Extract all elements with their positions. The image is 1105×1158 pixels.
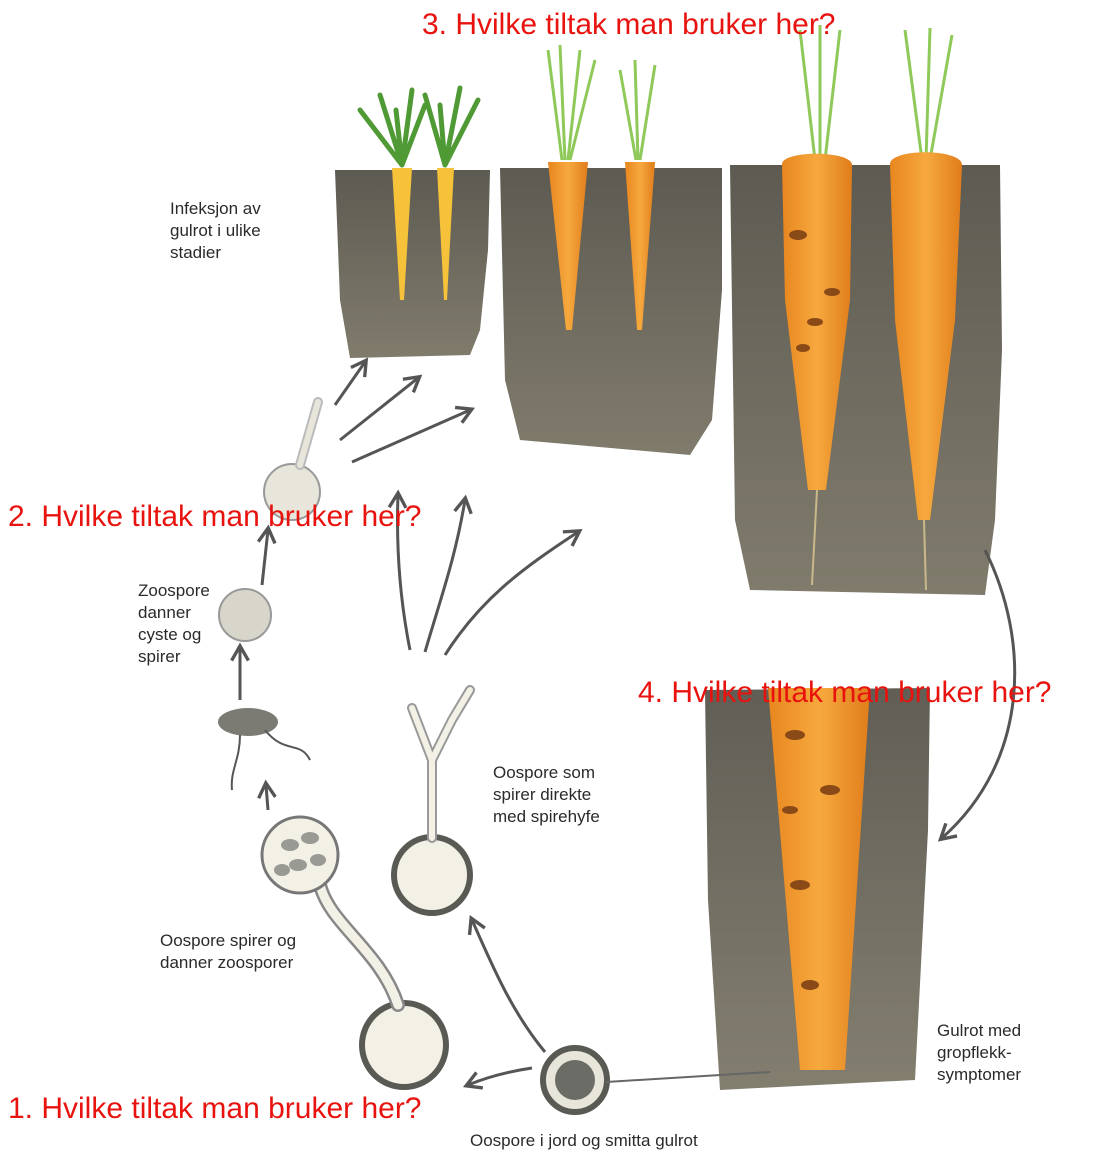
soil-panel-young: [335, 170, 490, 358]
zoospore-swimming: [218, 708, 310, 790]
question-4: 4. Hvilke tiltak man bruker her?: [638, 676, 1105, 710]
label-infection-stages: Infeksjon av gulrot i ulike stadier: [170, 198, 261, 264]
soil-panel-mature: [730, 165, 1002, 595]
arrow-cyst-to-germinating: [262, 530, 268, 585]
arrow-direct-up-3: [445, 532, 578, 655]
arrow-zoospores-to-swimming: [266, 785, 268, 810]
arrow-oospore-to-zoospores: [468, 1068, 532, 1085]
label-oospore-zoospores: Oospore spirer og danner zoosporer: [160, 930, 296, 974]
label-oospore-soil: Oospore i jord og smitta gulrot: [470, 1130, 698, 1152]
label-symptoms: Gulrot med gropflekk- symptomer: [937, 1020, 1021, 1086]
label-zoospore-cyst: Zoospore danner cyste og spirer: [138, 580, 210, 668]
oospore-in-soil: [543, 1048, 607, 1112]
question-3: 3. Hvilke tiltak man bruker her?: [422, 8, 836, 42]
label-oospore-direct: Oospore som spirer direkte med spirehyfe: [493, 762, 600, 828]
oospore-direct-germination: [394, 690, 470, 913]
question-1: 1. Hvilke tiltak man bruker her?: [8, 1092, 422, 1126]
arrow-direct-up-2: [425, 500, 465, 652]
arrow-oospore-to-direct: [472, 920, 545, 1052]
soil-panel-middle: [500, 168, 722, 455]
arrow-germ-up-1: [335, 362, 365, 405]
zoospore-cyst: [219, 589, 271, 641]
arrow-germ-up-2: [340, 378, 418, 440]
question-2: 2. Hvilke tiltak man bruker her?: [8, 500, 422, 534]
